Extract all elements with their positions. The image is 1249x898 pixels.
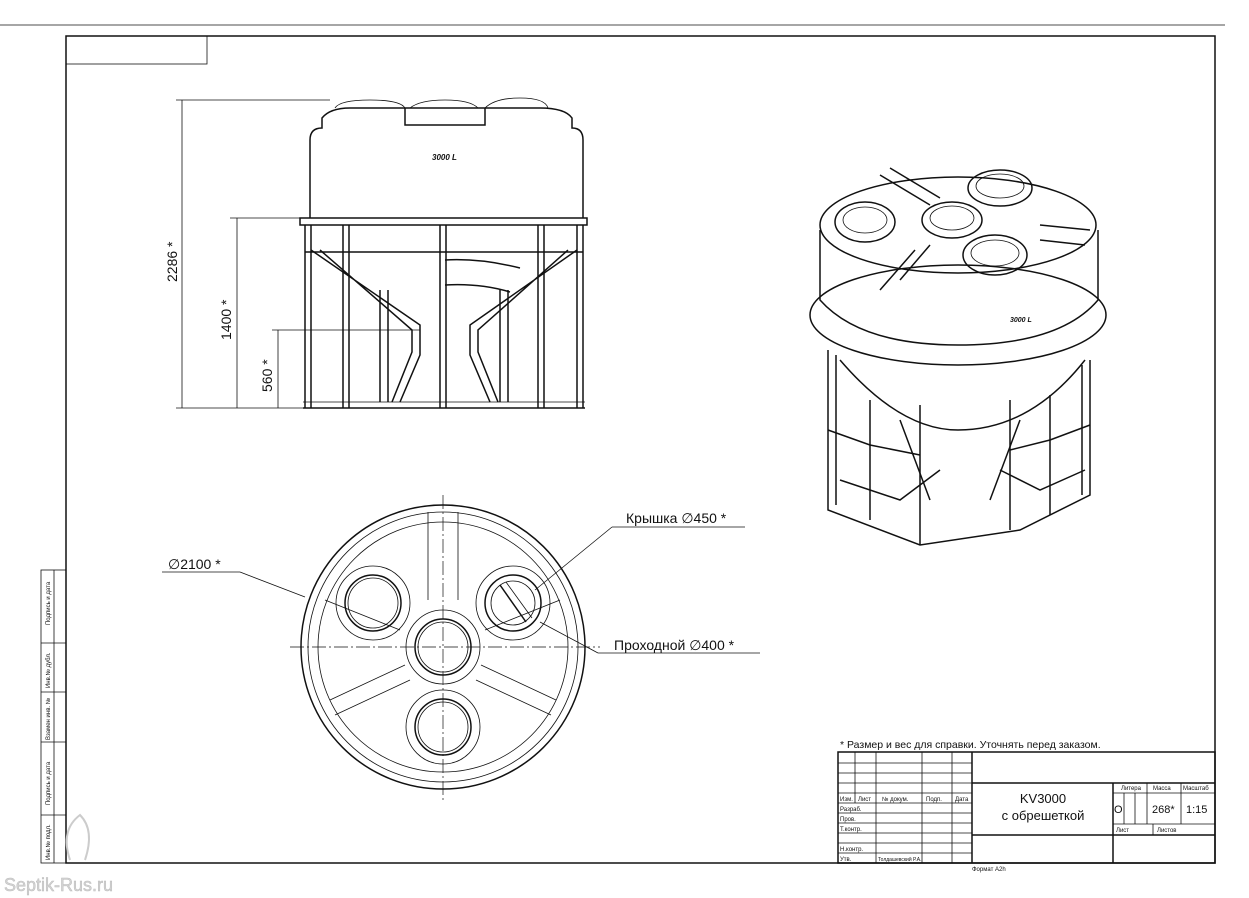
watermark-logo-icon [65, 813, 90, 861]
stamp-label: Подпись и дата [46, 761, 52, 805]
scale-value: 1:15 [1186, 804, 1207, 816]
title-block: Изм. Лист № докум. Подп. Дата Разраб. Пр… [837, 751, 1216, 864]
drawing-frame [65, 35, 1216, 864]
stamp-label: Подпись и дата [46, 581, 52, 625]
side-stamp: Подпись и дата Инв.№ дубл. Взамен инв. №… [40, 569, 67, 864]
dimension-frame-height: 1400 * [218, 299, 234, 340]
litera-label: Литера [1121, 786, 1142, 792]
isometric-view: 3000 L [809, 167, 1107, 546]
height-dimensions [176, 99, 420, 409]
approver-name: Толдашевский Р.А. [878, 856, 922, 863]
drawing-subtitle: с обрешеткой [1002, 808, 1085, 823]
stamp-label: Инв.№ подл. [45, 824, 52, 860]
dimension-total-height: 2286 * [164, 241, 180, 282]
tank-capacity-label: 3000 L [432, 153, 457, 162]
dimension-manhole: Проходной ∅400 * [614, 637, 735, 653]
format-label: Формат А2h [972, 867, 1006, 873]
stamp-label: Взамен инв. № [45, 698, 52, 740]
dimension-outlet-height: 560 * [259, 359, 275, 392]
watermark-text: Septik-Rus.ru [4, 875, 113, 895]
side-view: 3000 L [299, 97, 588, 409]
row-label: Утв. [840, 857, 852, 863]
header-cell: Изм. [840, 797, 853, 803]
top-view [290, 495, 600, 800]
row-label: Н.контр. [840, 847, 863, 853]
row-label: Разраб. [840, 807, 862, 813]
header-cell: Лист [858, 797, 871, 803]
leader-lines [162, 526, 760, 654]
header-cell: № докум. [882, 796, 909, 803]
mass-value: 268* [1152, 804, 1175, 816]
litera-value: О [1114, 804, 1123, 816]
sheets-label: Листов [1157, 828, 1177, 834]
header-cell: Дата [955, 797, 969, 803]
dimension-diameter: ∅2100 * [168, 556, 221, 572]
sheet-label: Лист [1116, 828, 1129, 834]
scale-label: Масштаб [1183, 786, 1209, 792]
top-left-box [65, 35, 208, 65]
dimension-lid: Крышка ∅450 * [626, 510, 727, 526]
mass-label: Масса [1153, 786, 1171, 792]
iso-capacity-label: 3000 L [1010, 317, 1032, 324]
row-label: Пров. [840, 817, 856, 823]
reference-note: * Размер и вес для справки. Уточнять пер… [840, 739, 1101, 751]
stamp-label: Инв.№ дубл. [45, 652, 52, 688]
header-cell: Подп. [926, 797, 942, 803]
drawing-title: KV3000 [1020, 791, 1066, 806]
row-label: Т.контр. [840, 827, 862, 833]
